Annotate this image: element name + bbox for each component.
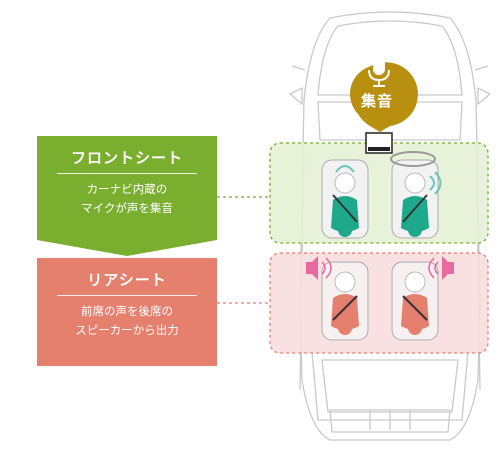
rear-seats — [321, 261, 439, 341]
rear-seat-title: リアシート — [87, 271, 167, 289]
speaker-icon — [306, 256, 332, 280]
speaker-icon — [428, 256, 454, 280]
front-seat-panel: フロントシート カーナビ内蔵の マイクが声を集音 — [37, 136, 217, 240]
rear-seat-desc-line-1: 前席の声を後席の — [81, 304, 173, 318]
rear-seat-desc-line-2: スピーカーから出力 — [75, 323, 179, 337]
front-seat-desc-line-1: カーナビ内蔵の — [86, 182, 168, 196]
front-seat-zone — [269, 142, 489, 244]
microphone-badge — [350, 57, 418, 132]
rear-seat-panel: リアシート 前席の声を後席の スピーカーから出力 — [37, 258, 217, 366]
car-navigation-unit — [365, 132, 393, 154]
microphone-icon — [368, 57, 390, 87]
front-seats — [321, 151, 442, 239]
front-driver — [401, 171, 442, 237]
front-seat-desc-line-2: マイクが声を集音 — [81, 201, 173, 215]
divider — [57, 173, 197, 174]
microphone-label: 集音 — [360, 92, 393, 110]
front-seat-title: フロントシート — [70, 149, 183, 167]
flow-arrow — [37, 240, 217, 256]
rear-seat-zone — [269, 252, 489, 354]
rear-passenger-right — [401, 271, 429, 335]
divider — [57, 295, 197, 296]
front-passenger-left — [331, 165, 359, 237]
rear-passenger-left — [331, 271, 359, 335]
